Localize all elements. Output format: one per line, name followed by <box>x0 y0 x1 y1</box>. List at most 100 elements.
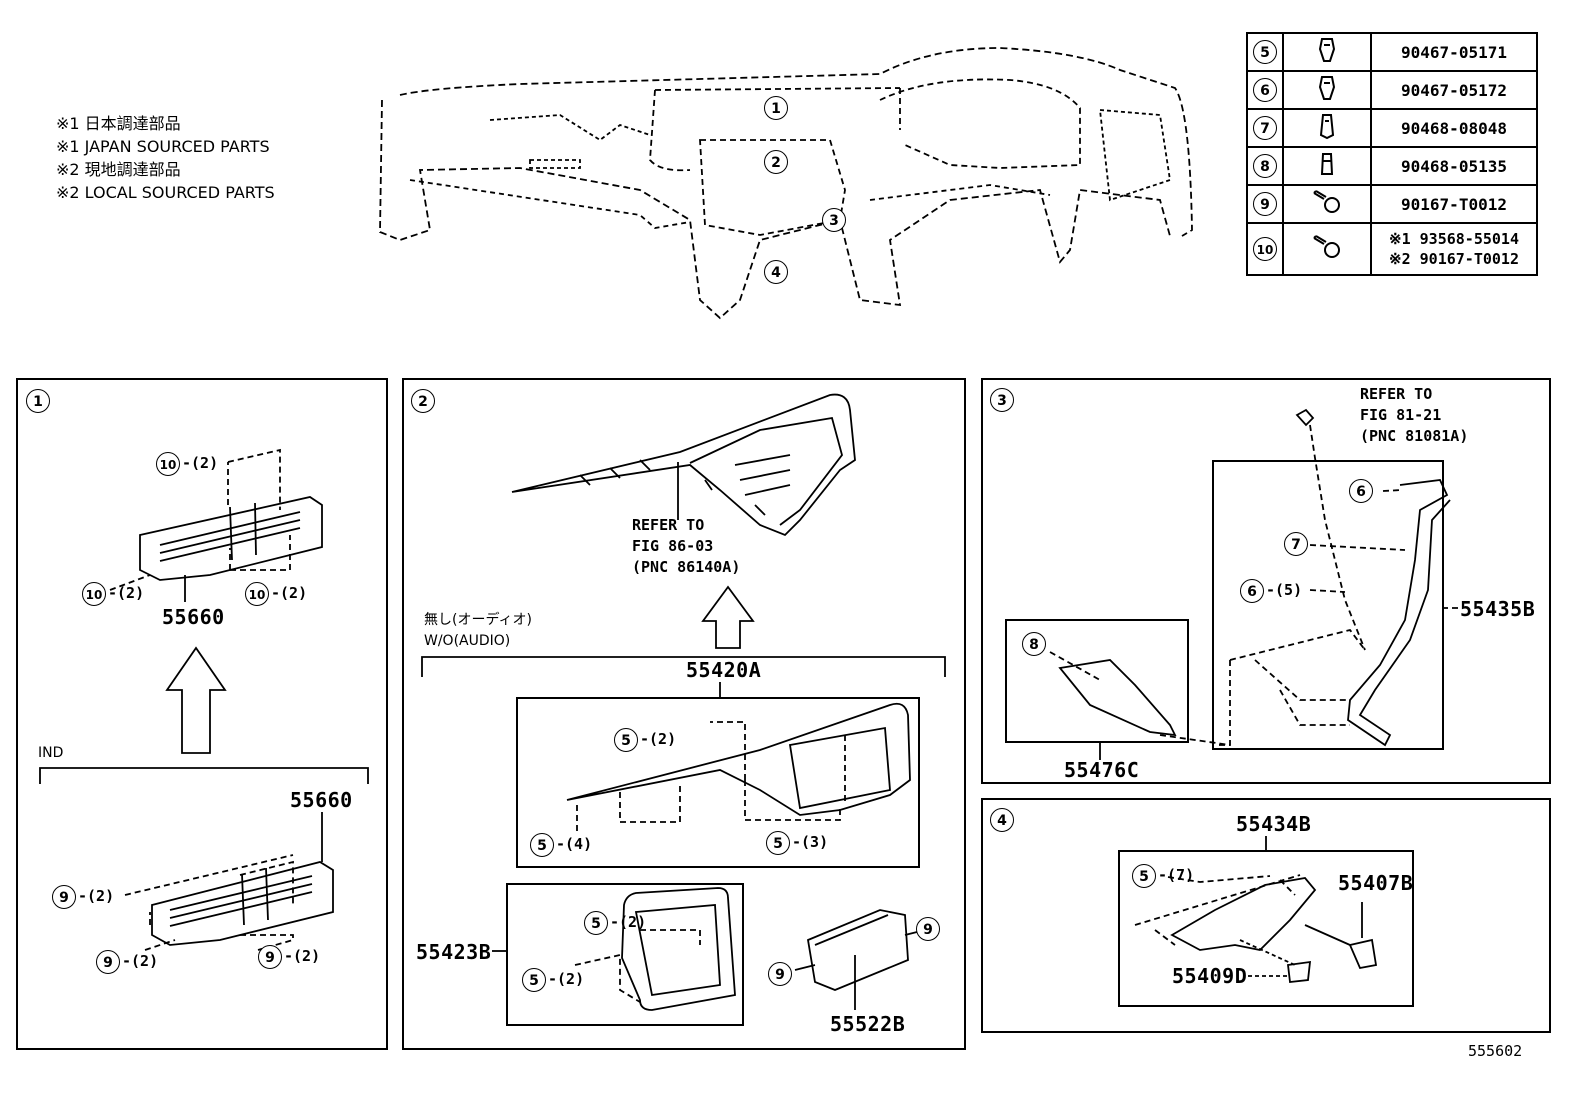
panel-4 <box>981 798 1551 1033</box>
note-japan-en: ※1 JAPAN SOURCED PARTS <box>56 137 270 156</box>
callout-8: 8 <box>1022 632 1046 656</box>
panel-1 <box>16 378 388 1050</box>
fastener-ref-5: 5 <box>1253 40 1277 64</box>
fastener-ref-10: 10 <box>1253 237 1277 261</box>
overview-callout-4: 4 <box>764 260 788 284</box>
variant-label-wo-audio: 無し(オーディオ) W/O(AUDIO) <box>424 610 532 652</box>
screw-icon <box>1313 235 1340 258</box>
vent-lower-dash2 <box>144 912 294 951</box>
vent-upper-body <box>139 496 323 581</box>
qty-label: -(2) <box>78 887 115 905</box>
clip-icon <box>1320 153 1334 175</box>
callout-10: 10 <box>82 582 106 606</box>
note-local-en: ※2 LOCAL SOURCED PARTS <box>56 183 275 202</box>
fastener-part-7: 90468-08048 <box>1370 108 1538 148</box>
part-number-55522B: 55522B <box>830 1012 906 1036</box>
sourcing-notes: ※1 日本調達部品 ※1 JAPAN SOURCED PARTS ※2 現地調達… <box>56 112 275 204</box>
dashboard-lower-edge <box>379 99 1171 320</box>
refer-line-1: REFER TO <box>1360 385 1433 403</box>
fastener-ref-8: 8 <box>1253 154 1277 178</box>
panel-3 <box>981 378 1551 784</box>
panel1-arrow <box>165 646 227 754</box>
garnish-55434B <box>1170 877 1317 951</box>
part-number-55420A: 55420A <box>686 658 762 682</box>
dashboard-right-hood <box>879 78 1081 169</box>
qty-label: -(3) <box>792 833 829 851</box>
fastener-row-5: 5 90467-05171 <box>1246 32 1538 72</box>
cluster-lower-screen <box>788 726 891 810</box>
clip-icon <box>1319 114 1335 140</box>
subassembly-box-cluster <box>516 697 920 868</box>
fastener-row-9: 9 90167-T0012 <box>1246 184 1538 224</box>
part-number-55434B: 55434B <box>1236 812 1312 836</box>
qty-label: -(5) <box>1266 581 1303 599</box>
variant-label-ind: IND <box>38 745 64 761</box>
callout-9: 9 <box>96 950 120 974</box>
bracket-55522B <box>806 909 909 991</box>
fastener-part-6: 90467-05172 <box>1370 70 1538 110</box>
cluster-lower-body <box>566 702 911 816</box>
garnish-leaders <box>1167 875 1271 883</box>
clip-icon <box>1318 76 1336 100</box>
fastener-ref-9: 9 <box>1253 192 1277 216</box>
note-japan-jp: ※1 日本調達部品 <box>56 114 181 133</box>
part-number-55407B: 55407B <box>1338 871 1414 895</box>
cover-55476C <box>1058 659 1177 737</box>
fastener-part-10-local: ※2 90167-T0012 <box>1389 250 1519 268</box>
callout-5: 5 <box>522 968 546 992</box>
refer-clip <box>1295 408 1315 427</box>
qty-label: -(2) <box>548 970 585 988</box>
subassembly-box-trim <box>506 883 744 1026</box>
vent-upper-dash1 <box>227 448 281 510</box>
pillar-55435B <box>1347 479 1451 747</box>
callout-5: 5 <box>766 831 790 855</box>
part-number-55435B: 55435B <box>1460 597 1536 621</box>
vent-lower-slats <box>169 867 313 927</box>
overview-callout-3: 3 <box>822 208 846 232</box>
panel-3-id: 3 <box>990 388 1014 412</box>
part-number-55409D: 55409D <box>1172 964 1248 988</box>
dashboard-right-end <box>1098 109 1172 202</box>
callout-10: 10 <box>156 452 180 476</box>
panel-4-id: 4 <box>990 808 1014 832</box>
variant-label-en: W/O(AUDIO) <box>424 633 511 649</box>
part-number-55423B: 55423B <box>416 940 492 964</box>
dashboard-cluster-hood <box>649 87 901 172</box>
part-number-55476C: 55476C <box>1064 758 1140 782</box>
cap-55409D <box>1287 960 1312 983</box>
figure-number: 555602 <box>1468 1042 1523 1060</box>
qty-label: -(2) <box>122 952 159 970</box>
callout-5: 5 <box>614 728 638 752</box>
panel2-arrow <box>701 585 755 649</box>
callout-9: 9 <box>258 945 282 969</box>
screw-icon <box>1313 190 1340 213</box>
panel-2 <box>402 378 966 1050</box>
callout-6: 6 <box>1349 479 1373 503</box>
cover-leader <box>1049 651 1231 746</box>
cover-55407B-leader <box>1304 902 1363 946</box>
callout-6: 6 <box>1240 579 1264 603</box>
qty-label: -(7) <box>1158 866 1195 884</box>
cluster-bezel-clips <box>579 459 766 516</box>
qty-label: -(4) <box>556 835 593 853</box>
cluster-bezel-top <box>511 393 856 537</box>
fastener-row-6: 6 90467-05172 <box>1246 70 1538 110</box>
fastener-row-10: 10 ※1 93568-55014 ※2 90167-T0012 <box>1246 222 1538 276</box>
panel-1-id: 1 <box>26 389 50 413</box>
callout-7: 7 <box>1284 532 1308 556</box>
cluster-bezel-inner <box>689 416 843 526</box>
qty-label: -(2) <box>108 584 145 602</box>
fastener-row-7: 7 90468-08048 <box>1246 108 1538 148</box>
refer-line-3: (PNC 81081A) <box>1360 427 1469 445</box>
bracket-55522B-lines <box>794 914 926 1010</box>
trim-55423B-dash <box>574 929 701 1003</box>
callout-5: 5 <box>584 911 608 935</box>
subassembly-box-pillar <box>1212 460 1444 750</box>
refer-line-2: FIG 86-03 <box>632 537 714 555</box>
vent-upper-dash2 <box>109 535 291 591</box>
dashboard-left-vent-area <box>489 114 651 169</box>
refer-note-81-21: REFER TO FIG 81-21 (PNC 81081A) <box>1360 384 1468 447</box>
subassembly-box-garnish <box>1118 850 1414 1007</box>
cover-55407B <box>1348 938 1378 970</box>
